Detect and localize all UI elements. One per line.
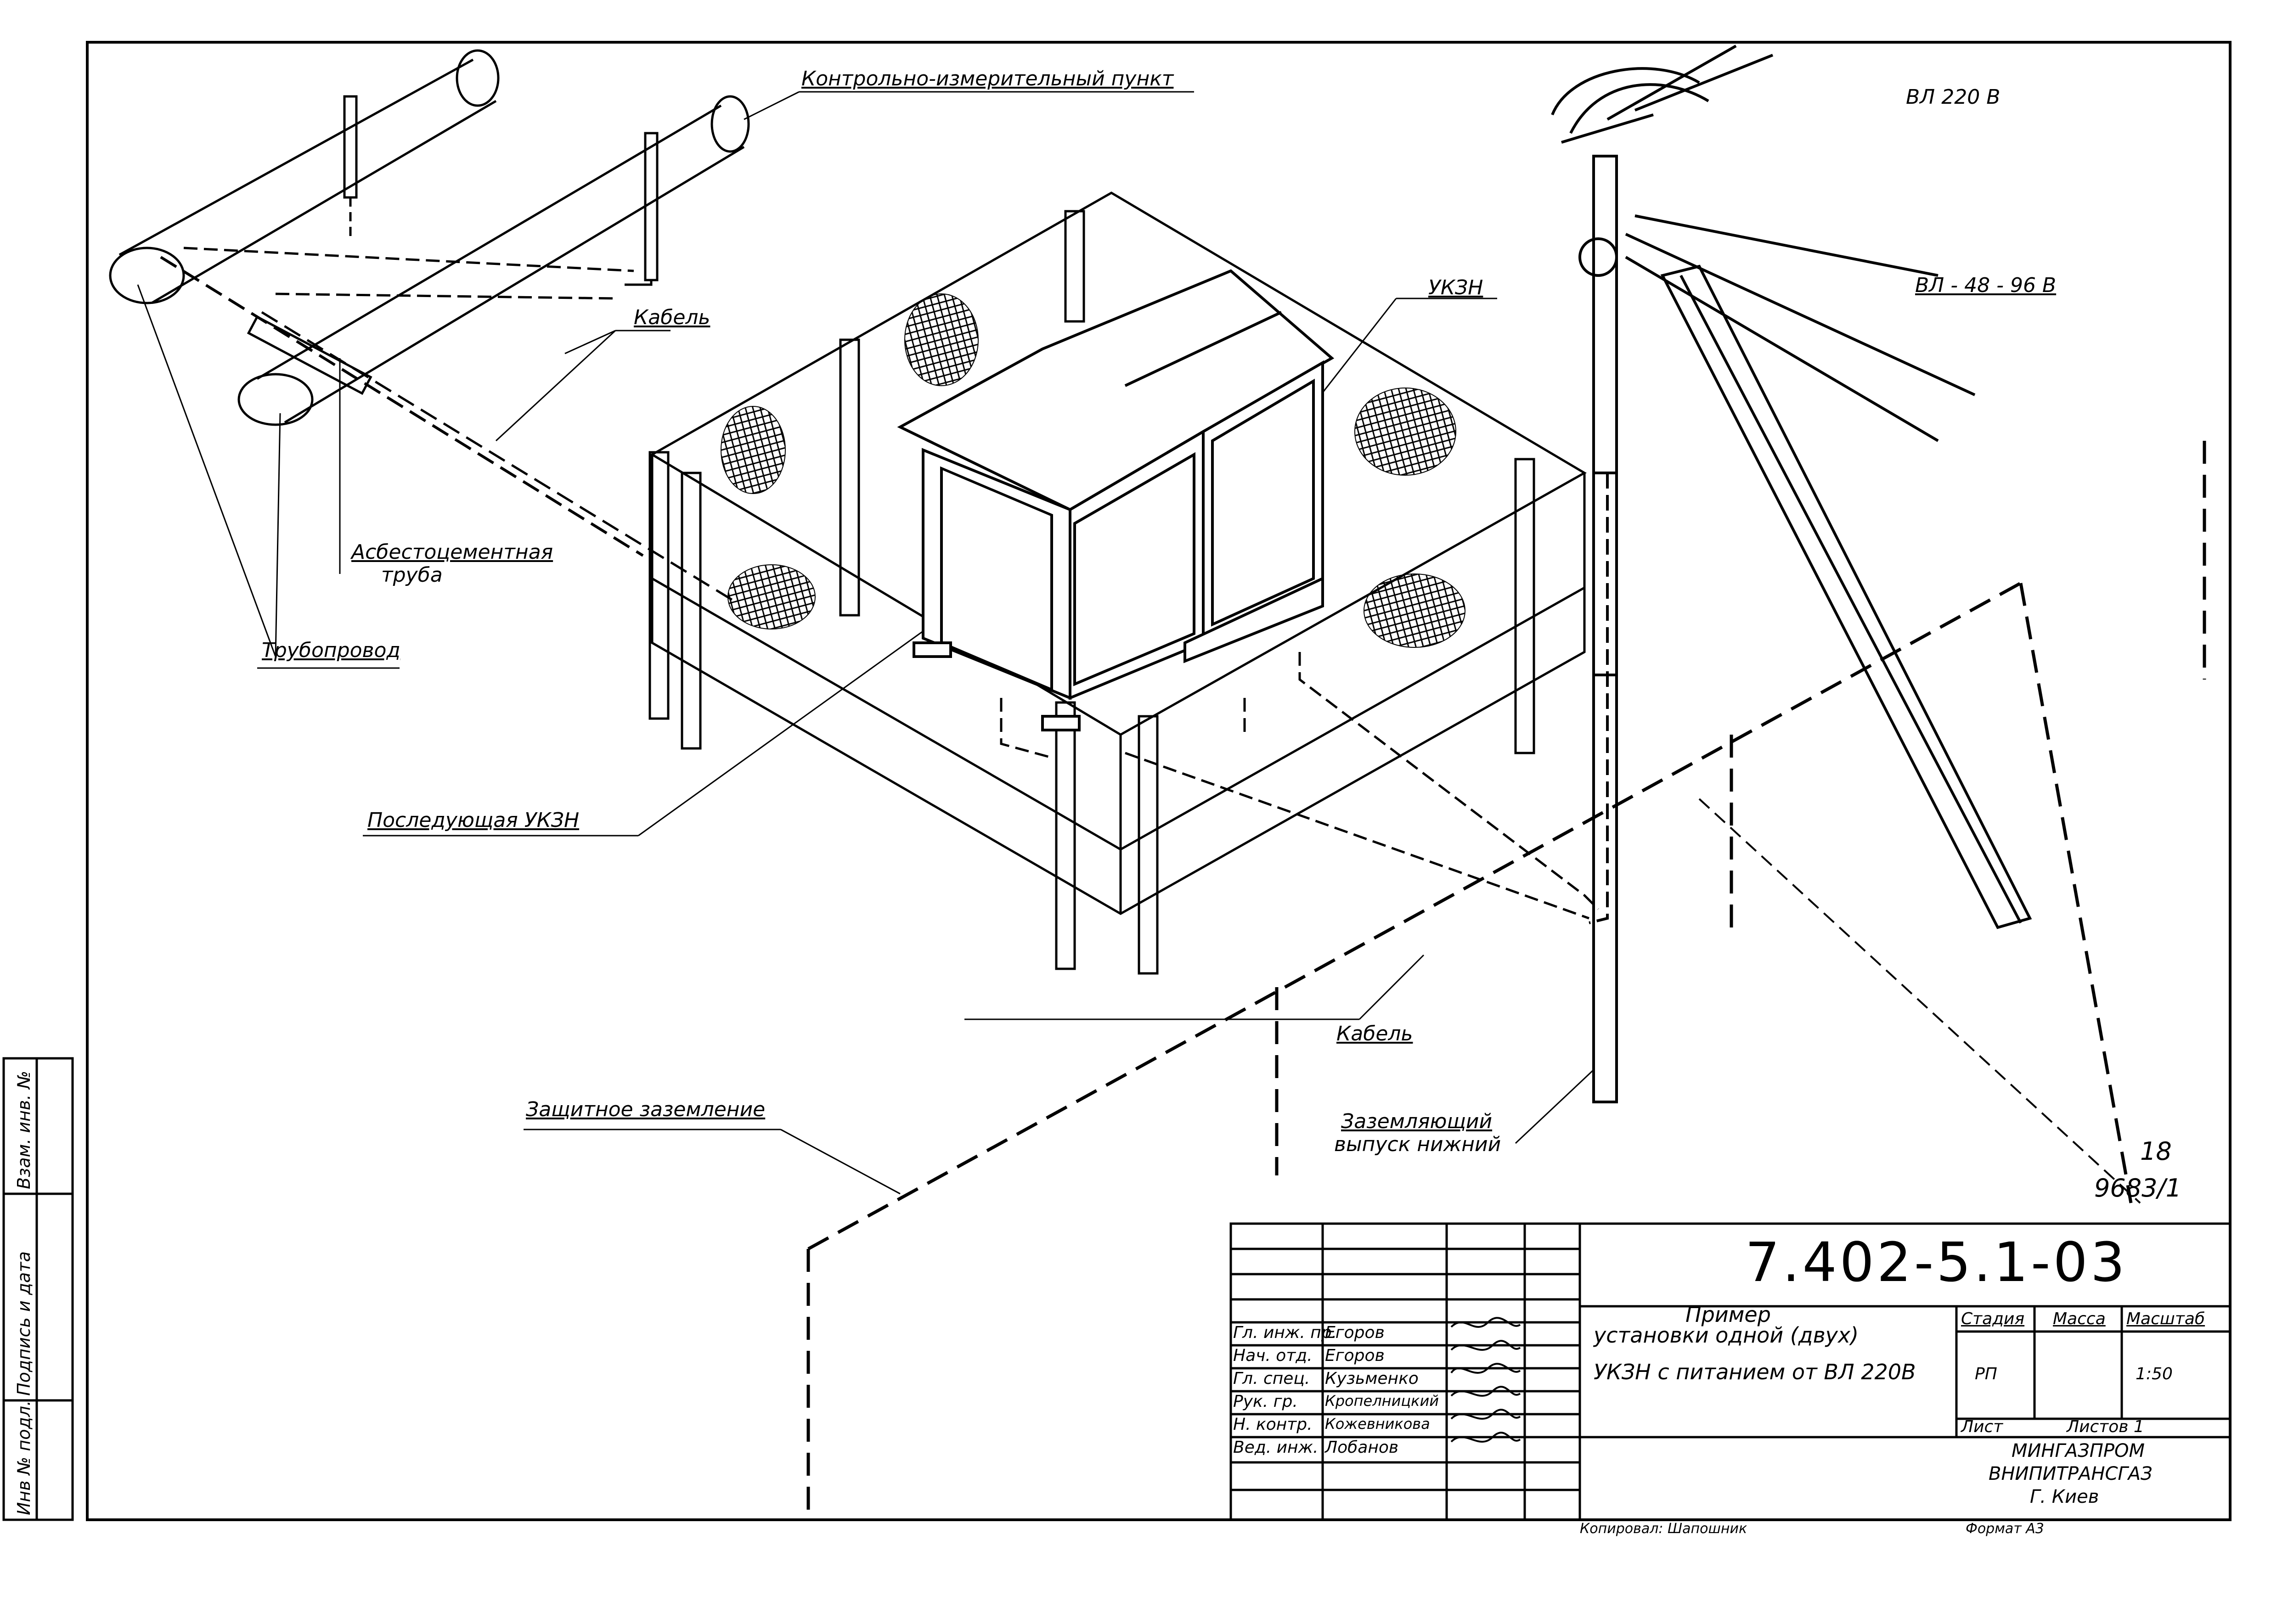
label-vl-48: ВЛ - 48 - 96 В [1915,274,2057,297]
title-block-grid [1229,1222,2232,1521]
side-inv-no: Инв № подл. [14,1400,34,1515]
pipeline-group [109,49,750,603]
side-replace-inv: Взам. инв. № [14,1070,34,1189]
sheets-label: Листов 1 [2067,1417,2144,1436]
ukzn-cabinet [897,269,1335,731]
col-mass: Масса [2053,1309,2106,1328]
label-grounding-line2: выпуск нижний [1334,1133,1501,1156]
format-label: Формат А3 [1966,1521,2044,1537]
label-pipeline: Трубопровод [262,639,400,662]
title-line1: Пример [1685,1302,1771,1327]
label-vl-220: ВЛ 220 В [1906,85,2001,109]
sheet-label: Лист [1961,1417,2003,1436]
signatory-name: Кропелницкий [1325,1392,1439,1410]
label-control-point: Контрольно-измерительный пункт [801,67,1174,90]
label-cable-bottom: Кабель [1336,1022,1413,1045]
label-protective-grounding: Защитное заземление [526,1098,766,1121]
signatory-name: Егоров [1325,1346,1385,1365]
signatures [1450,1317,1521,1443]
signatory-role: Гл. инж. пр. [1233,1323,1337,1342]
side-sign-date: Подпись и дата [14,1251,34,1396]
archive-number: 9683/1 [2094,1174,2181,1203]
label-asbestos-line1: Асбестоцементная [351,540,553,564]
label-grounding-line1: Заземляющий [1341,1110,1493,1133]
copied-by: Копировал: Шапошник [1580,1521,1747,1537]
col-scale: Масштаб [2126,1309,2205,1328]
label-next-ukzn: Последующая УКЗН [367,809,580,832]
signatory-role: Гл. спец. [1233,1369,1310,1388]
drawing-frame [86,41,2232,1521]
signatory-role: Н. контр. [1233,1415,1313,1434]
power-line-pole [1551,45,2032,1103]
doc-code: 7.402-5.1-03 [1745,1231,2128,1294]
signatory-role: Рук. гр. [1233,1392,1298,1411]
protective-grounding [806,441,2206,1515]
title-line2: установки одной (двух) [1594,1323,1859,1348]
scale-value: 1:50 [2136,1365,2173,1383]
signatory-name: Кузьменко [1325,1369,1419,1388]
col-stage: Стадия [1961,1309,2025,1328]
org-line3: Г. Киев [2030,1486,2099,1507]
signatory-role: Нач. отд. [1233,1346,1313,1365]
label-ukzn: УКЗН [1428,276,1483,299]
leader-lines [137,91,1595,1195]
signatory-role: Вед. инж. [1233,1438,1319,1457]
label-cable-top: Кабель [634,306,710,329]
org-line1: МИНГАЗПРОМ [2012,1440,2145,1461]
side-stamp-grid [2,1057,74,1521]
signatory-name: Лобанов [1325,1438,1399,1457]
sheet-number: 18 [2140,1137,2172,1166]
label-asbestos-line2: труба [381,563,443,587]
under-pipes [1000,652,1599,920]
signatory-name: Кожевникова [1325,1415,1430,1433]
stage-value: РП [1975,1365,1997,1383]
signatory-name: Егоров [1325,1323,1385,1342]
title-line3: УКЗН с питанием от ВЛ 220В [1594,1360,1916,1384]
org-line2: ВНИПИТРАНСГАЗ [1989,1463,2153,1484]
